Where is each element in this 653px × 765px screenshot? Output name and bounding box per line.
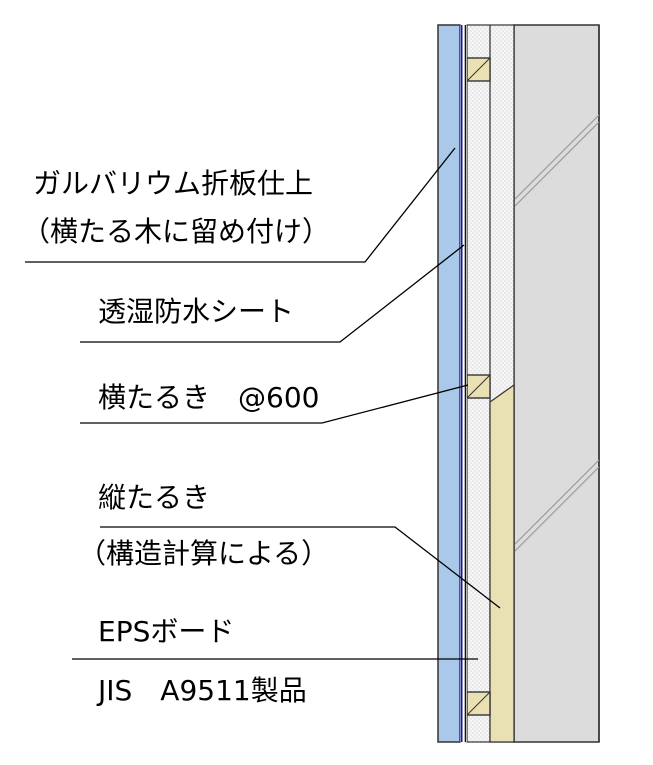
horizontal-batten-middle — [466, 374, 491, 399]
vertical-batten-label: 縦たるき — [98, 481, 210, 514]
horizontal-batten-top — [466, 57, 491, 82]
membrane-sheet — [460, 25, 467, 742]
leader-cladding — [25, 147, 456, 263]
horizontal-batten-label: 横たるき @600 — [98, 381, 319, 414]
vertical-batten-note: （構造計算による） — [78, 537, 329, 570]
leader-horizontal-batten — [80, 384, 469, 424]
wall-hatch-marks — [513, 114, 600, 553]
galvalume-cladding — [437, 24, 461, 743]
structural-wall — [513, 24, 600, 743]
vertical-batten — [489, 383, 515, 743]
membrane-label: 透湿防水シート — [98, 295, 294, 328]
leader-vertical-batten — [100, 526, 501, 609]
horizontal-batten-bottom — [466, 691, 491, 716]
insulation-label: EPSボード — [98, 615, 234, 648]
leader-membrane — [80, 244, 465, 343]
cladding-note: （横たる木に留め付け） — [22, 215, 330, 248]
insulation-standard: JIS A9511製品 — [96, 674, 307, 707]
leader-lines — [25, 147, 501, 660]
cladding-label: ガルバリウム折板仕上 — [33, 167, 313, 200]
